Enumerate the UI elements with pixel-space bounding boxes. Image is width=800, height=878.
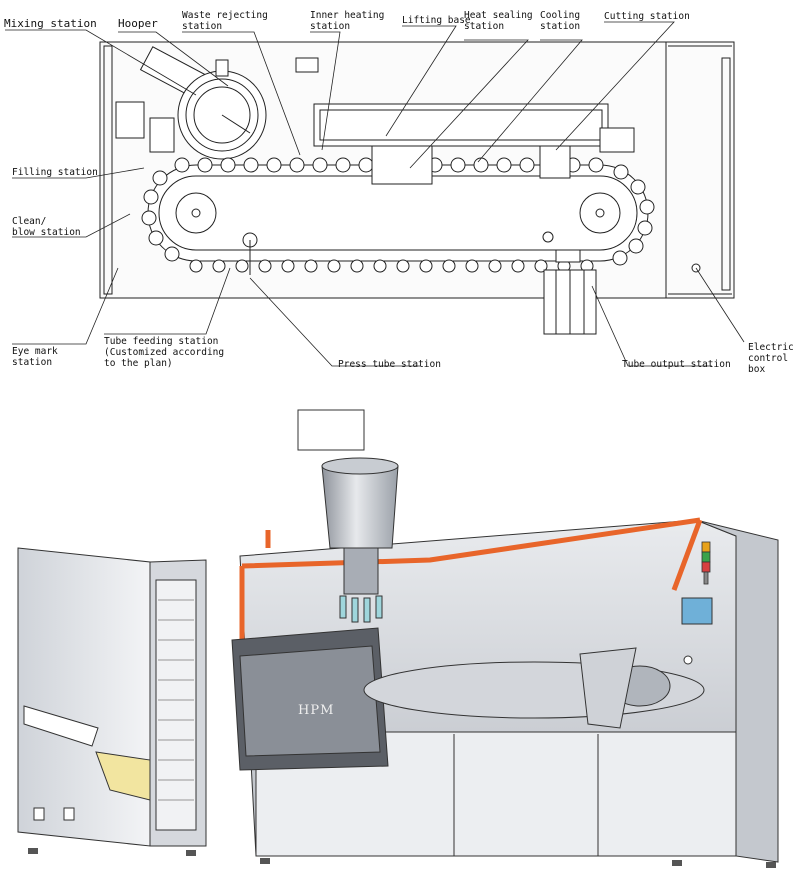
front-panel: [231, 627, 389, 771]
label-cutting: Cutting station: [604, 11, 690, 22]
label-tube-feeding-line1: Tube feeding station: [104, 336, 219, 347]
label-cooling-line2: station: [540, 21, 581, 32]
label-tube-feeding-line2: (Customized according: [104, 347, 225, 358]
tube-feeder-unit: [17, 547, 207, 847]
tube-holders-bottom: [189, 259, 594, 273]
brand-mark: HPM: [298, 703, 335, 718]
label-heat-sealing-line2: station: [464, 21, 505, 32]
label-electric-box-line2: control: [748, 353, 789, 364]
label-cooling: Cooling station: [540, 10, 580, 32]
label-eye-mark-line2: station: [12, 357, 53, 368]
render-conveyor: [363, 647, 705, 729]
label-eye-mark: Eye mark station: [12, 346, 58, 368]
label-hooper: Hooper: [118, 17, 158, 30]
label-clean-blow-line2: blow station: [12, 227, 81, 238]
label-heat-sealing-line1: Heat sealing: [464, 10, 533, 21]
hopper-tower: [297, 409, 399, 623]
mixer-assembly: [115, 46, 267, 160]
label-waste-rejecting-line2: station: [182, 21, 223, 32]
label-inner-heating-line1: Inner heating: [310, 10, 385, 21]
label-heat-sealing: Heat sealing station: [464, 10, 533, 32]
signal-tower: [701, 541, 711, 585]
machine-feet: [28, 848, 776, 868]
label-inner-heating: Inner heating station: [310, 10, 384, 32]
label-waste-rejecting-line1: Waste rejecting: [182, 10, 268, 21]
tube-output-chute: [543, 249, 597, 335]
label-inner-heating-line2: station: [310, 21, 351, 32]
label-clean-blow-line1: Clean/: [12, 216, 47, 227]
machine-render: [17, 409, 779, 868]
leader-lines: [5, 21, 745, 367]
label-tube-feeding-line3: to the plan): [104, 358, 173, 369]
label-lifting-base: Lifting base: [402, 15, 471, 26]
label-tube-output: Tube output station: [622, 359, 731, 370]
label-press-tube: Press tube station: [338, 359, 441, 370]
conveyor-chain: [147, 164, 649, 275]
label-filling: Filling station: [12, 167, 98, 178]
label-mixing-station: Mixing station: [4, 17, 97, 30]
label-tube-feeding: Tube feeding station (Customized accordi…: [104, 336, 224, 369]
label-clean-blow: Clean/ blow station: [12, 216, 81, 238]
label-eye-mark-line1: Eye mark: [12, 346, 58, 357]
label-waste-rejecting: Waste rejecting station: [182, 10, 268, 32]
guard-frame: [239, 517, 703, 640]
label-electric-box-line3: box: [748, 364, 766, 375]
label-electric-box: Electric control box: [748, 342, 794, 375]
label-electric-box-line1: Electric: [748, 342, 794, 353]
label-cooling-line1: Cooling: [540, 10, 581, 21]
sealing-carriage: [295, 57, 635, 185]
